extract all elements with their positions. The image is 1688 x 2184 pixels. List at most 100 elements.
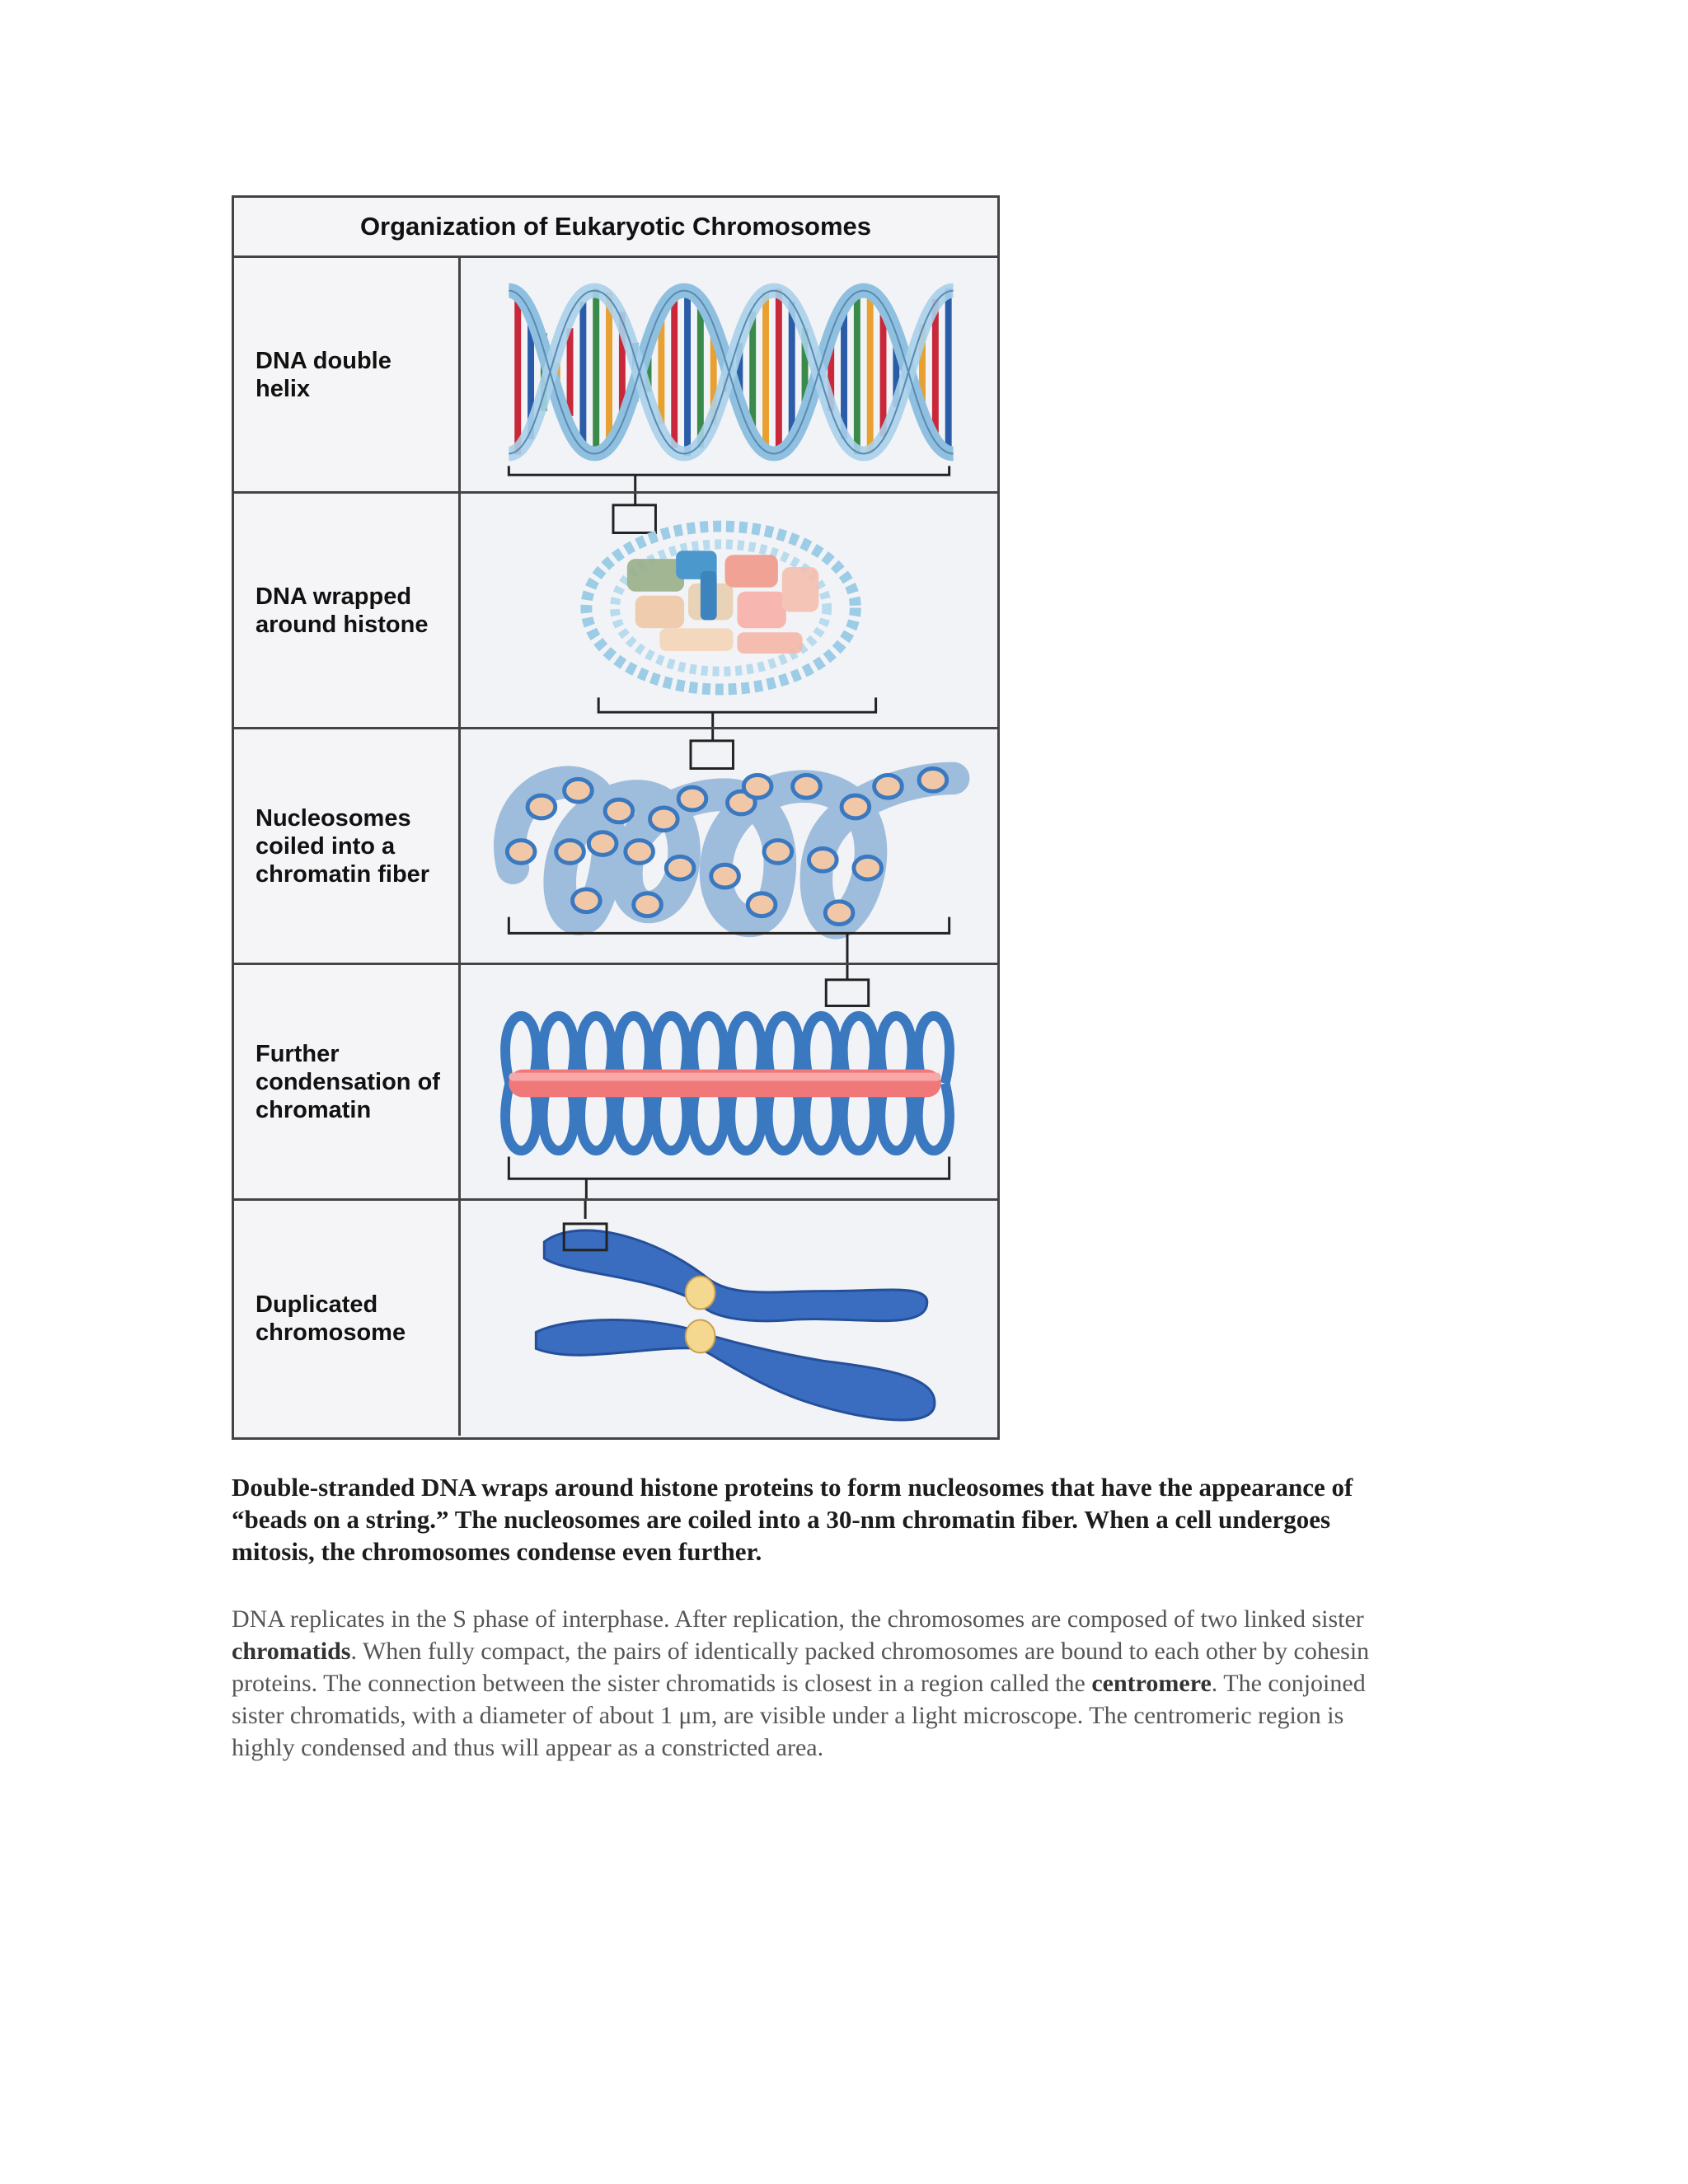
nucleosome-bead	[823, 899, 856, 926]
base-pair	[645, 352, 652, 392]
chromatin-loop	[837, 1011, 879, 1085]
base-pair	[919, 324, 926, 420]
row-nucleosome-fiber: Nucleosomes coiled into a chromatin fibe…	[234, 729, 997, 965]
nucleosome-bead	[504, 838, 537, 865]
row-label: Duplicated chromosome	[256, 1291, 406, 1346]
chromatin-loop	[762, 1082, 804, 1155]
chromatin-loop	[687, 1011, 729, 1085]
nucleosome-bead	[631, 891, 663, 919]
base-pair	[853, 289, 860, 455]
base-pair	[566, 328, 574, 416]
chromatin-loop	[650, 1011, 692, 1085]
dna-helix-illustration	[461, 258, 997, 491]
chromatin-loop	[537, 1011, 579, 1085]
row-duplicated-chromosome: Duplicated chromosome	[234, 1201, 997, 1436]
base-pair	[788, 301, 795, 443]
base-pair	[671, 296, 678, 448]
chromatin-loop	[500, 1011, 542, 1085]
nucleosome-bead	[663, 854, 696, 882]
chromatin-loop	[575, 1011, 617, 1085]
body-paragraph: DNA replicates in the S phase of interph…	[232, 1605, 1370, 1761]
chromatin-loop	[500, 1082, 542, 1155]
base-pair	[893, 337, 900, 407]
nucleosome-bead	[741, 772, 774, 800]
nucleosome-bead	[709, 862, 741, 890]
base-pair	[696, 296, 704, 448]
nucleosome-bead	[790, 772, 823, 800]
chromatin-loop	[725, 1082, 767, 1155]
dna-helix-graphic	[507, 283, 955, 491]
base-pair	[775, 288, 782, 456]
chromosome-illustration	[461, 1201, 997, 1436]
chromatin-loop	[875, 1082, 917, 1155]
chromosome-organization-figure: Organization of Eukaryotic Chromosomes D…	[232, 195, 1000, 1440]
base-pair	[866, 290, 874, 454]
base-pair	[945, 288, 952, 457]
base-pair	[606, 292, 612, 452]
base-pair	[514, 289, 522, 455]
term-centromere: centromere	[1091, 1670, 1212, 1697]
chromatin-loop	[875, 1011, 917, 1085]
chromatin-loop	[650, 1082, 692, 1155]
nucleosome-bead	[525, 793, 558, 821]
base-pair	[762, 292, 769, 452]
row-dna-double-helix: DNA double helix	[234, 258, 997, 494]
base-pair	[684, 288, 691, 457]
base-pair	[879, 307, 887, 437]
chromatin-fiber-graphic	[494, 729, 970, 963]
nucleosome-bead	[603, 797, 635, 825]
nucleosome-bead	[851, 854, 884, 882]
row-label: DNA wrapped around histone	[256, 583, 429, 638]
base-pair	[658, 319, 665, 425]
nucleosome-bead	[676, 785, 709, 813]
nucleosome-bead	[872, 772, 904, 800]
condensed-chromatin-illustration	[461, 965, 997, 1198]
histone-illustration	[461, 494, 997, 727]
chromatin-loop	[575, 1082, 617, 1155]
chromatin-loop	[612, 1082, 654, 1155]
base-pair	[749, 312, 757, 433]
chromatin-loop	[725, 1011, 767, 1085]
figure-title: Organization of Eukaryotic Chromosomes	[234, 198, 997, 258]
nucleosome-bead	[839, 793, 872, 821]
chromatin-loop	[612, 1011, 654, 1085]
figure-caption: Double-stranded DNA wraps around histone…	[232, 1473, 1353, 1566]
chromatin-loop	[762, 1011, 804, 1085]
chromatin-loop	[912, 1011, 954, 1085]
base-pair	[828, 333, 835, 411]
condensed-chromatin-graphic	[500, 965, 954, 1198]
chromatin-loop	[800, 1082, 842, 1155]
chromatin-loop	[912, 1082, 954, 1155]
row-label: Further condensation of chromatin	[256, 1040, 440, 1123]
base-pair	[931, 299, 939, 446]
nucleosome-bead	[762, 838, 795, 865]
chromatin-loop	[837, 1082, 879, 1155]
row-further-condensation: Further condensation of chromatin	[234, 965, 997, 1201]
base-pair	[579, 301, 587, 443]
base-pair	[801, 328, 809, 416]
base-pair	[736, 342, 743, 402]
base-pair	[528, 305, 535, 440]
nucleosome-bead	[570, 887, 603, 915]
histone-graphic	[580, 494, 878, 727]
chromatin-loop	[800, 1011, 842, 1085]
nucleosome-bead	[586, 830, 619, 857]
base-pair	[593, 288, 600, 456]
row-label: DNA double helix	[256, 347, 392, 402]
chromosome-graphic	[534, 1201, 936, 1422]
row-dna-wrapped-histone: DNA wrapped around histone	[234, 494, 997, 729]
nucleosome-bead	[648, 805, 680, 833]
nucleosome-bead	[554, 838, 586, 865]
row-label: Nucleosomes coiled into a chromatin fibe…	[256, 804, 430, 888]
chromatin-loop	[687, 1082, 729, 1155]
nucleosome-bead	[917, 766, 950, 794]
nucleosome-bead	[562, 776, 594, 804]
base-pair	[841, 305, 847, 440]
term-chromatids: chromatids	[232, 1638, 351, 1665]
nucleosome-bead	[745, 891, 778, 919]
nucleosome-bead	[623, 838, 655, 865]
chromatin-loop	[537, 1082, 579, 1155]
base-pair	[710, 319, 717, 425]
base-pair	[618, 312, 626, 433]
chromatin-fiber-illustration	[461, 729, 997, 963]
